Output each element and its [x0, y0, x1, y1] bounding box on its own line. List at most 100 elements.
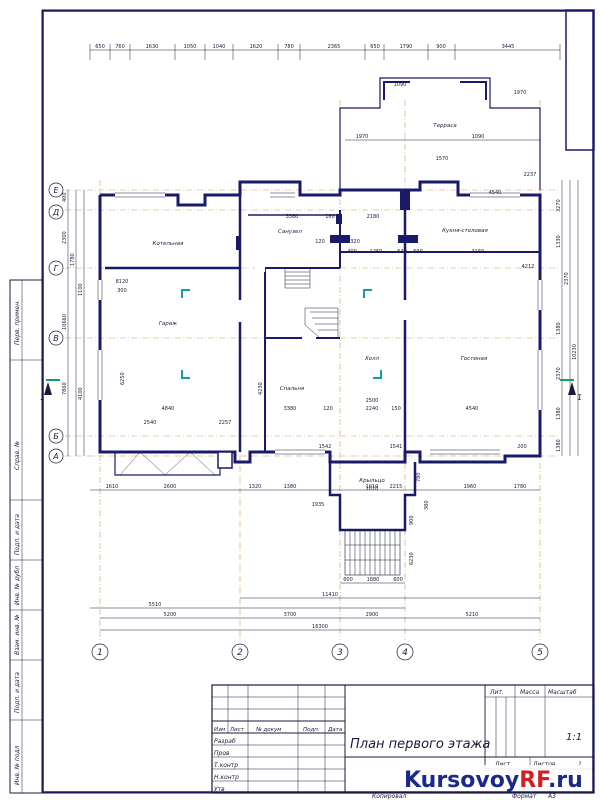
dim-label: 1970	[356, 134, 369, 140]
dim-label: 1040	[213, 44, 226, 50]
top-dimensions: 650 760 1630 1050 1040 1620 780 2365 650…	[89, 44, 561, 60]
col-data: Дата	[327, 727, 343, 733]
dim-label: 4100	[78, 387, 84, 400]
dim-label: 2370	[556, 367, 562, 380]
dim-label: 3160	[472, 249, 485, 255]
dim-label: 1935	[312, 502, 325, 508]
dim-label: 2365	[328, 44, 341, 50]
masshtab-label: Масштаб	[548, 689, 577, 696]
side-stamp-label: Подп. и дата	[14, 514, 21, 555]
dim-label: 600	[343, 577, 353, 583]
col-izm: Изм	[214, 727, 225, 733]
dim-label: 3380	[286, 214, 299, 220]
terrace-outline: 1090 1970 1970 1090 1570 2237	[339, 77, 541, 190]
dim-label: 900	[436, 44, 446, 50]
side-stamp-label: Взам. инв. №	[14, 614, 21, 655]
dim-label: 5200	[164, 612, 177, 618]
side-stamp: Инв. № подл Подп. и дата Взам. инв. № Ин…	[9, 279, 43, 794]
dim-label: 1320	[249, 484, 262, 490]
grid-axes	[65, 100, 560, 640]
dim-label: 1260	[370, 249, 383, 255]
dim-label: 780	[416, 472, 422, 482]
axis-letter: Е	[53, 186, 59, 195]
col-ndokum: № докум	[255, 727, 281, 733]
room-markers	[181, 289, 382, 379]
col-list: Лист	[229, 727, 245, 733]
dim-label: 4540	[466, 406, 479, 412]
logo-text: Kursovoy	[404, 768, 519, 793]
dim-label: 2370	[564, 272, 570, 285]
dim-label: 380	[424, 500, 430, 510]
dim-label: 1010	[366, 484, 379, 490]
room-label: Холл	[364, 356, 380, 362]
interior-stairs	[284, 267, 339, 339]
dim-label: 300	[117, 288, 127, 294]
dim-label: 1790	[400, 44, 413, 50]
dim-label: 8120	[116, 279, 129, 285]
dim-label: 760	[115, 44, 125, 50]
row-label: Н.контр	[214, 774, 239, 781]
dim-label: 640	[397, 249, 407, 255]
dim-label: 1010	[366, 486, 379, 492]
row-label: Утв	[214, 786, 225, 793]
dim-label: 690	[413, 249, 423, 255]
interior-dimensions: 4540 3380 2180 160 320 120 400 640 690 1…	[116, 190, 535, 492]
dim-label: 320	[350, 239, 360, 245]
dim-label: 2237	[524, 172, 537, 178]
dim-label: 1380	[556, 322, 562, 335]
lit-label: Лит.	[489, 689, 504, 696]
axis-letter: А	[52, 452, 58, 461]
axis-number: 5	[537, 648, 543, 658]
side-stamp-label: Справ. №	[14, 441, 21, 470]
garage-front	[114, 451, 233, 476]
side-stamp-label: Инв. № подл	[14, 745, 21, 785]
section-marks: 1 1	[40, 379, 582, 402]
dim-label: 1570	[436, 156, 449, 162]
building-walls	[97, 180, 543, 464]
room-label: Котельная	[153, 241, 185, 247]
room-label: Терраса	[433, 123, 457, 129]
dim-label: 1780	[70, 253, 76, 266]
dim-label: 150	[391, 406, 401, 412]
entrance-porch	[328, 462, 417, 576]
side-stamp-label: Подп. и дата	[14, 672, 21, 713]
dim-label: 4540	[489, 190, 502, 196]
dim-label: 1630	[146, 44, 159, 50]
dim-label: 160	[325, 214, 335, 220]
dim-label: 650	[370, 44, 380, 50]
dim-label: 1960	[464, 484, 477, 490]
listov-label: Листов	[532, 761, 556, 768]
dim-label: 10660	[62, 314, 68, 330]
axis-letter: В	[53, 334, 59, 343]
dim-label: 1970	[514, 90, 527, 96]
dim-label: 2500	[366, 398, 379, 404]
room-label: Гостиная	[461, 356, 488, 362]
dim-label: 200	[517, 444, 527, 450]
dim-total: 16300	[312, 624, 328, 630]
side-stamp-label: Инв. № дубл	[14, 566, 21, 605]
dim-label: 4212	[522, 264, 535, 270]
room-labels: Котельная Санузел Кухня-столовая Терраса…	[153, 123, 489, 484]
axis-letter: Г	[54, 264, 59, 273]
dim-label: 2600	[164, 484, 177, 490]
room-label: Крыльцо	[359, 478, 385, 484]
dim-label: 1330	[556, 235, 562, 248]
dim-label: 2215	[390, 484, 403, 490]
title-block: Изм Лист № докум Подп. Дата Разраб Пров …	[211, 684, 595, 800]
dim-label: 11410	[322, 592, 338, 598]
dim-label: 1780	[514, 484, 527, 490]
dim-label: 2300	[62, 231, 68, 244]
dim-label: 3445	[502, 44, 515, 50]
dim-label: 2257	[219, 420, 232, 426]
col-podp: Подп.	[303, 727, 320, 733]
bottom-dimensions: 1610 2600 1320 1380 1935 1010 2215 1960 …	[90, 472, 540, 631]
list-label: Лист	[494, 761, 511, 768]
dim-label: 1100	[78, 283, 84, 296]
room-label: Санузел	[278, 229, 302, 235]
row-label: Т.контр	[214, 762, 238, 769]
axis-letter: Б	[53, 432, 59, 441]
dim-label: 10230	[572, 344, 578, 360]
dim-label: 1880	[367, 577, 380, 583]
sheet-title: План первого этажа	[350, 737, 490, 752]
room-label: Спальня	[280, 386, 305, 392]
